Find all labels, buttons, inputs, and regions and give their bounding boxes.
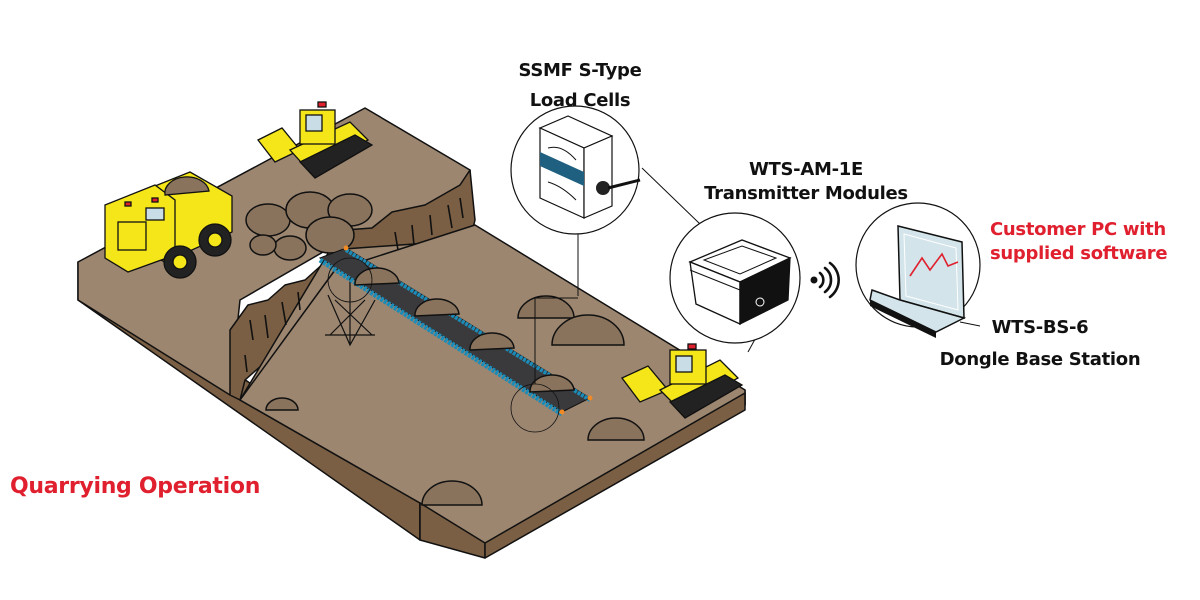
boulder-pile: [245, 191, 373, 261]
customer-pc-label-line1: Customer PC with: [990, 219, 1166, 240]
conveyor-belt: [318, 245, 593, 433]
load-cell-connector: [596, 181, 610, 195]
quarrying-operation-label: Quarrying Operation: [10, 474, 261, 499]
load-cell-label-line2: Load Cells: [529, 90, 631, 111]
transmitter-label: WTS-AM-1E Transmitter Modules: [688, 158, 924, 206]
customer-pc-label-line2: supplied software: [990, 243, 1168, 264]
s-type-load-cell-icon: [510, 105, 641, 235]
transmitter-label-line1: WTS-AM-1E: [748, 159, 863, 180]
load-cell-label: SSMF S-Type Load Cells: [490, 56, 670, 116]
laptop-base: [869, 289, 967, 333]
laptop-chart-icon: [855, 202, 981, 338]
cliff-hatches: [244, 197, 464, 373]
transmitter-label-line2: Transmitter Modules: [704, 183, 908, 204]
conveyor-tower: [325, 262, 376, 347]
conveyor-rocks: [354, 267, 575, 393]
base-station-label: WTS-BS-6 Dongle Base Station: [935, 312, 1145, 376]
boulders: [265, 295, 645, 506]
load-cell-callout-ring-1: [327, 257, 373, 303]
floor-side-right: [484, 392, 746, 559]
dump-truck: [104, 171, 233, 279]
bulldozer-right: [620, 343, 744, 419]
laptop-chart-line: [909, 252, 959, 277]
wireless-signal-icon: [810, 261, 840, 299]
load-cell-label-line1: SSMF S-Type: [518, 60, 642, 81]
load-cell-cable: [607, 178, 641, 190]
base-station-label-line2: Dongle Base Station: [939, 349, 1141, 370]
bulldozer-top: [257, 101, 374, 179]
transmitter-box-icon: [669, 212, 801, 344]
customer-pc-label: Customer PC with supplied software: [990, 218, 1190, 266]
base-station-label-line1: WTS-BS-6: [991, 317, 1089, 338]
